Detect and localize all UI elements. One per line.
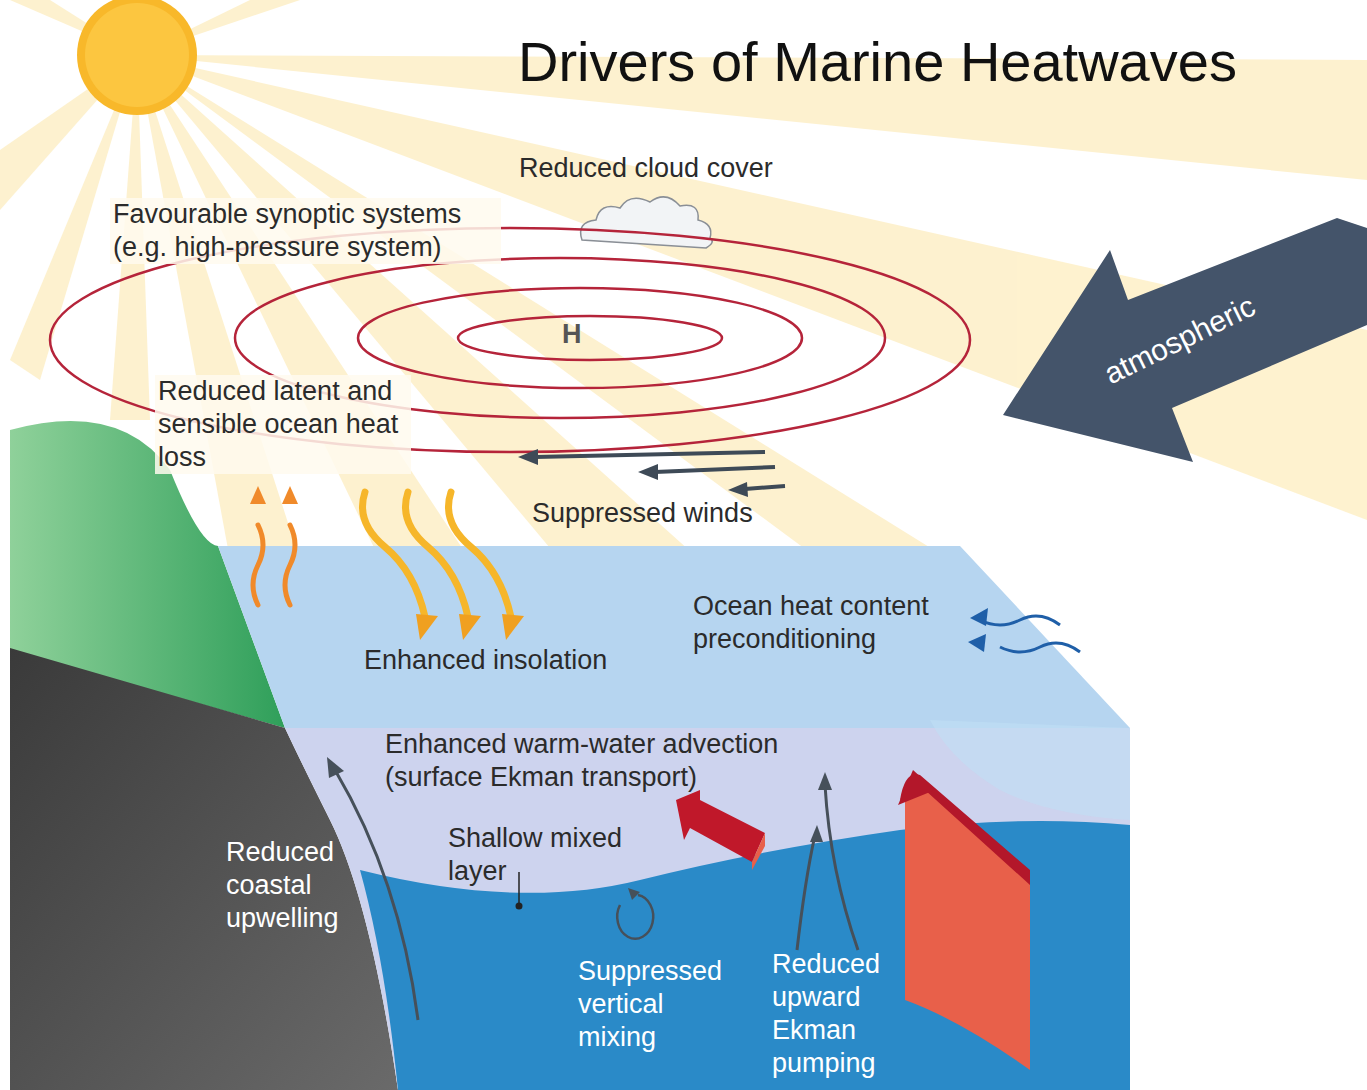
annotation-label: Reduced upward Ekman pumping bbox=[772, 948, 902, 1080]
annotation-label: Enhanced warm-water advection (surface E… bbox=[385, 728, 830, 794]
annotation-label: Enhanced insolation bbox=[364, 644, 664, 677]
annotation-label: Suppressed vertical mixing bbox=[578, 955, 748, 1054]
annotation-label: Reduced cloud cover bbox=[519, 152, 839, 185]
annotation-label: Favourable synoptic systems (e.g. high-p… bbox=[110, 198, 501, 264]
annotation-label: Shallow mixed layer bbox=[448, 822, 658, 888]
annotation-label: Reduced latent and sensible ocean heat l… bbox=[155, 375, 411, 474]
annotation-label: H bbox=[562, 318, 592, 351]
annotation-label: Ocean heat content preconditioning bbox=[693, 590, 963, 656]
annotation-label: Reduced coastal upwelling bbox=[226, 836, 376, 935]
diagram-title: Drivers of Marine Heatwaves bbox=[518, 28, 1358, 96]
direction-arrow: atmospheric bbox=[990, 210, 1367, 480]
annotation-label: Suppressed winds bbox=[532, 497, 792, 530]
